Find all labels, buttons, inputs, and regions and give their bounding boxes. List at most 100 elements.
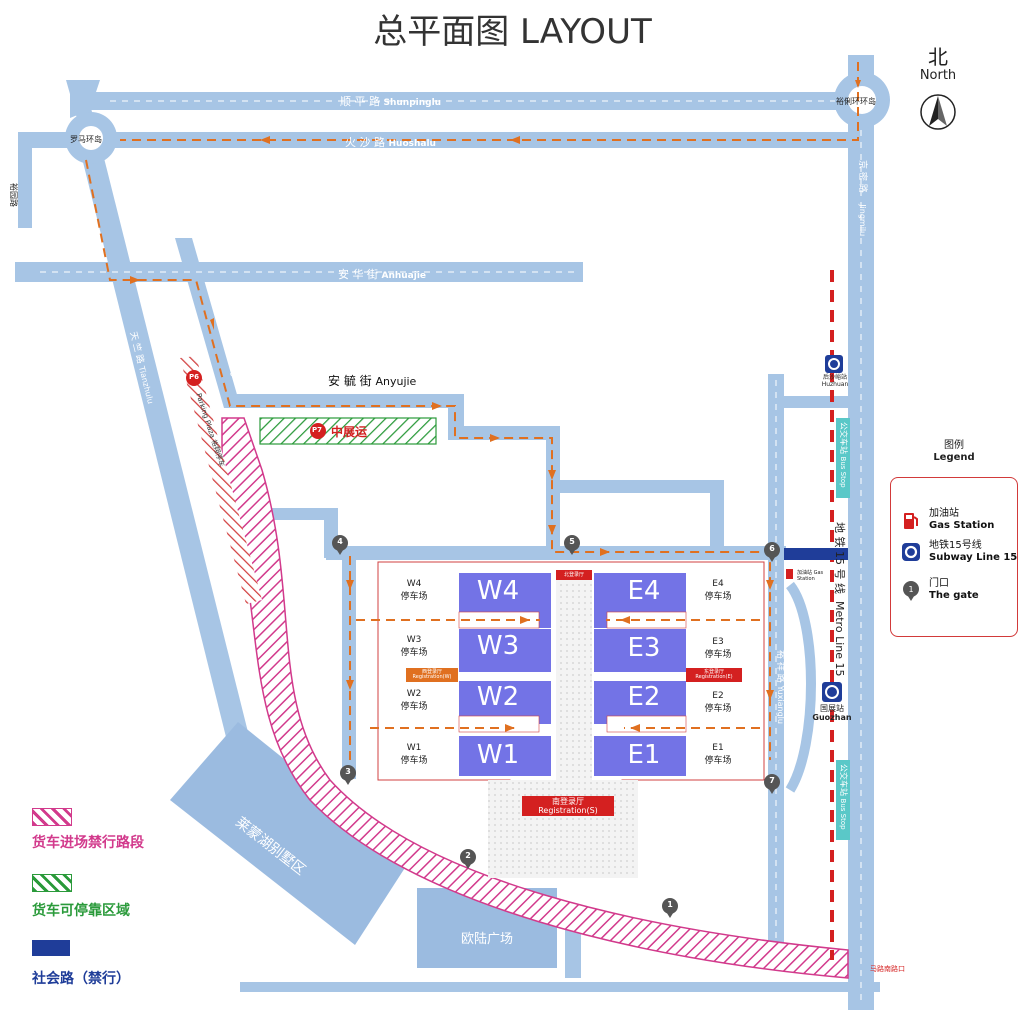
road-shunpinglu — [70, 80, 840, 118]
legend-truck-parking: 货车可停靠区域 — [32, 903, 130, 919]
hall-w2-label: W2 — [476, 682, 520, 712]
gate-1: 1 — [667, 900, 673, 909]
gate-pin-3 — [340, 765, 356, 785]
label-gas-station-map: 加油站 Gas Station — [797, 570, 824, 582]
north-cn: 北 — [928, 45, 948, 69]
legend-public-road: 社会路（禁行） — [32, 971, 130, 987]
hall-e3 — [594, 629, 686, 672]
road-right-block-v — [710, 480, 724, 555]
hall-e1 — [594, 736, 686, 776]
hall-w3-label: W3 — [476, 631, 520, 661]
roundabout-luoma-center — [79, 126, 103, 150]
hall-e4-label: E4 — [627, 576, 661, 606]
gate-pin-4 — [332, 535, 348, 555]
swatch-truck-forbidden — [32, 808, 72, 826]
parking-p7-zone — [259, 417, 437, 445]
gate-pin-7 — [764, 774, 780, 794]
bus-stop-north — [836, 418, 850, 498]
hall-e1-label: E1 — [627, 740, 661, 770]
block-lake-villa — [170, 722, 410, 945]
gas-station-icon — [904, 513, 918, 529]
label-huoshalu: 火 沙 路 Huoshalu — [345, 136, 436, 149]
route-arrows — [130, 80, 861, 732]
truck-route — [85, 62, 859, 770]
north-en: North — [919, 68, 957, 83]
truck-forbidden-route — [221, 417, 849, 979]
legend-truck-forbidden: 货车进场禁行路段 — [32, 835, 144, 851]
gate-pin-6 — [764, 542, 780, 562]
hall-w1 — [459, 736, 551, 776]
road-west-stub — [270, 508, 332, 520]
p6-badge — [186, 370, 202, 386]
reg-east-label: 东登录厅 Registration(E) — [695, 669, 733, 680]
road-anyujie — [224, 394, 464, 408]
road-east-link — [780, 396, 850, 408]
reg-west-badge — [406, 668, 458, 682]
label-metro: 地 铁 15 号 线 Metro Line 15 — [833, 522, 846, 677]
gate-pin-1 — [662, 898, 678, 918]
road-yuyuanlu — [18, 132, 32, 228]
gate-4: 4 — [337, 537, 343, 546]
page-title: 总平面图 LAYOUT — [373, 12, 652, 52]
gate-pin-5 — [564, 535, 580, 555]
road-right-block — [558, 480, 722, 493]
hall-w1-label: W1 — [476, 740, 520, 770]
reg-north-badge — [556, 570, 592, 580]
label-yuxianglu: 裕 祥 路 Yuxianglu — [775, 650, 785, 724]
bus-stop-south — [836, 760, 850, 840]
label-bus-stop-south: 公交车站 Bus Stop — [839, 764, 848, 830]
swatch-truck-parking — [32, 874, 72, 892]
road-anhuajie — [15, 262, 583, 282]
subway-icon-huzhuang — [825, 355, 843, 373]
south-plaza — [488, 780, 638, 878]
hall-e2-label: E2 — [627, 682, 661, 712]
p7-badge — [310, 423, 326, 439]
p7-label: 中展运 — [331, 425, 368, 439]
p7-badge-label: P7 — [312, 426, 323, 434]
road-south — [240, 982, 880, 992]
hall-w4-label: W4 — [476, 576, 520, 606]
gate-5: 5 — [569, 537, 575, 546]
label-yuyuanlu: 裕园路 — [9, 183, 18, 207]
road-center-v — [546, 426, 560, 556]
road-yuxianglu — [768, 374, 784, 954]
label-jingmilu: 京 密 路 Jingmilu — [857, 160, 867, 237]
hall-w3 — [459, 629, 551, 672]
label-luoma-roundabout: 罗马环岛 — [70, 135, 102, 144]
subway-icon — [902, 543, 920, 561]
public-road-forbidden — [784, 548, 848, 560]
road-tianzhulu — [80, 150, 250, 745]
gate-pin-icon: 1 — [903, 581, 919, 601]
swatch-public-road — [32, 940, 70, 956]
reg-south-badge — [522, 796, 614, 816]
label-anyujie: 安 毓 街 Anyujie — [328, 374, 417, 388]
gate-2: 2 — [465, 851, 471, 860]
gas-station-icon-map — [786, 569, 793, 579]
gate-3: 3 — [345, 767, 351, 776]
compass: 北 North — [912, 46, 964, 84]
reg-west-label: 西登录厅 Registration(W) — [412, 669, 452, 680]
gate-7: 7 — [769, 776, 775, 785]
roundabout-yuli-center — [848, 86, 876, 114]
subway-icon-guozhan — [822, 682, 842, 702]
hall-e3-label: E3 — [627, 633, 661, 663]
label-shunpinglu: 顺 平 路 Shunpinglu — [340, 95, 442, 108]
svg-text:1: 1 — [908, 585, 913, 594]
road-anyujie-2 — [448, 426, 560, 440]
reg-north-label: 北登录厅 — [563, 572, 584, 578]
gate-pin-2 — [460, 849, 476, 869]
gate-markers — [332, 535, 780, 918]
label-yuli-roundabout: 裕俐环环岛 — [836, 97, 876, 106]
